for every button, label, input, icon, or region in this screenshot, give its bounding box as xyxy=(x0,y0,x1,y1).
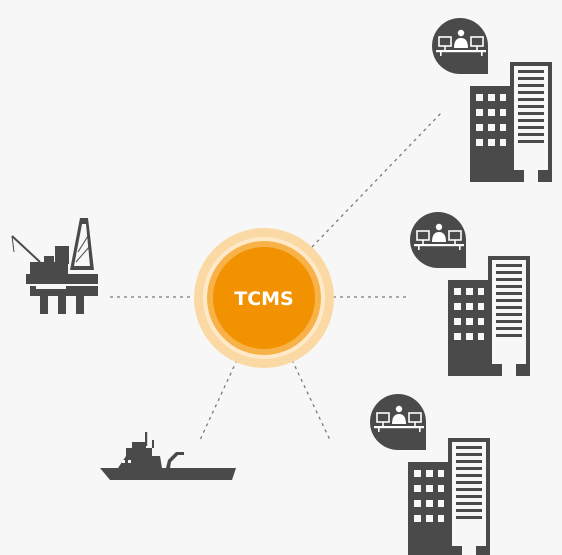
ship-icon xyxy=(100,432,236,480)
tcms-hub: TCMS xyxy=(194,228,334,368)
office-building-top-icon xyxy=(431,17,553,183)
oil-platform-icon xyxy=(11,218,98,314)
office-building-middle-icon xyxy=(409,211,531,377)
connector-office-top xyxy=(311,111,443,248)
connector-office-bottom xyxy=(291,359,331,441)
connectors xyxy=(110,111,443,441)
hub-label: TCMS xyxy=(234,288,294,310)
hub-core xyxy=(213,247,315,349)
connector-vessel xyxy=(199,359,238,441)
office-building-bottom-icon xyxy=(369,393,491,555)
